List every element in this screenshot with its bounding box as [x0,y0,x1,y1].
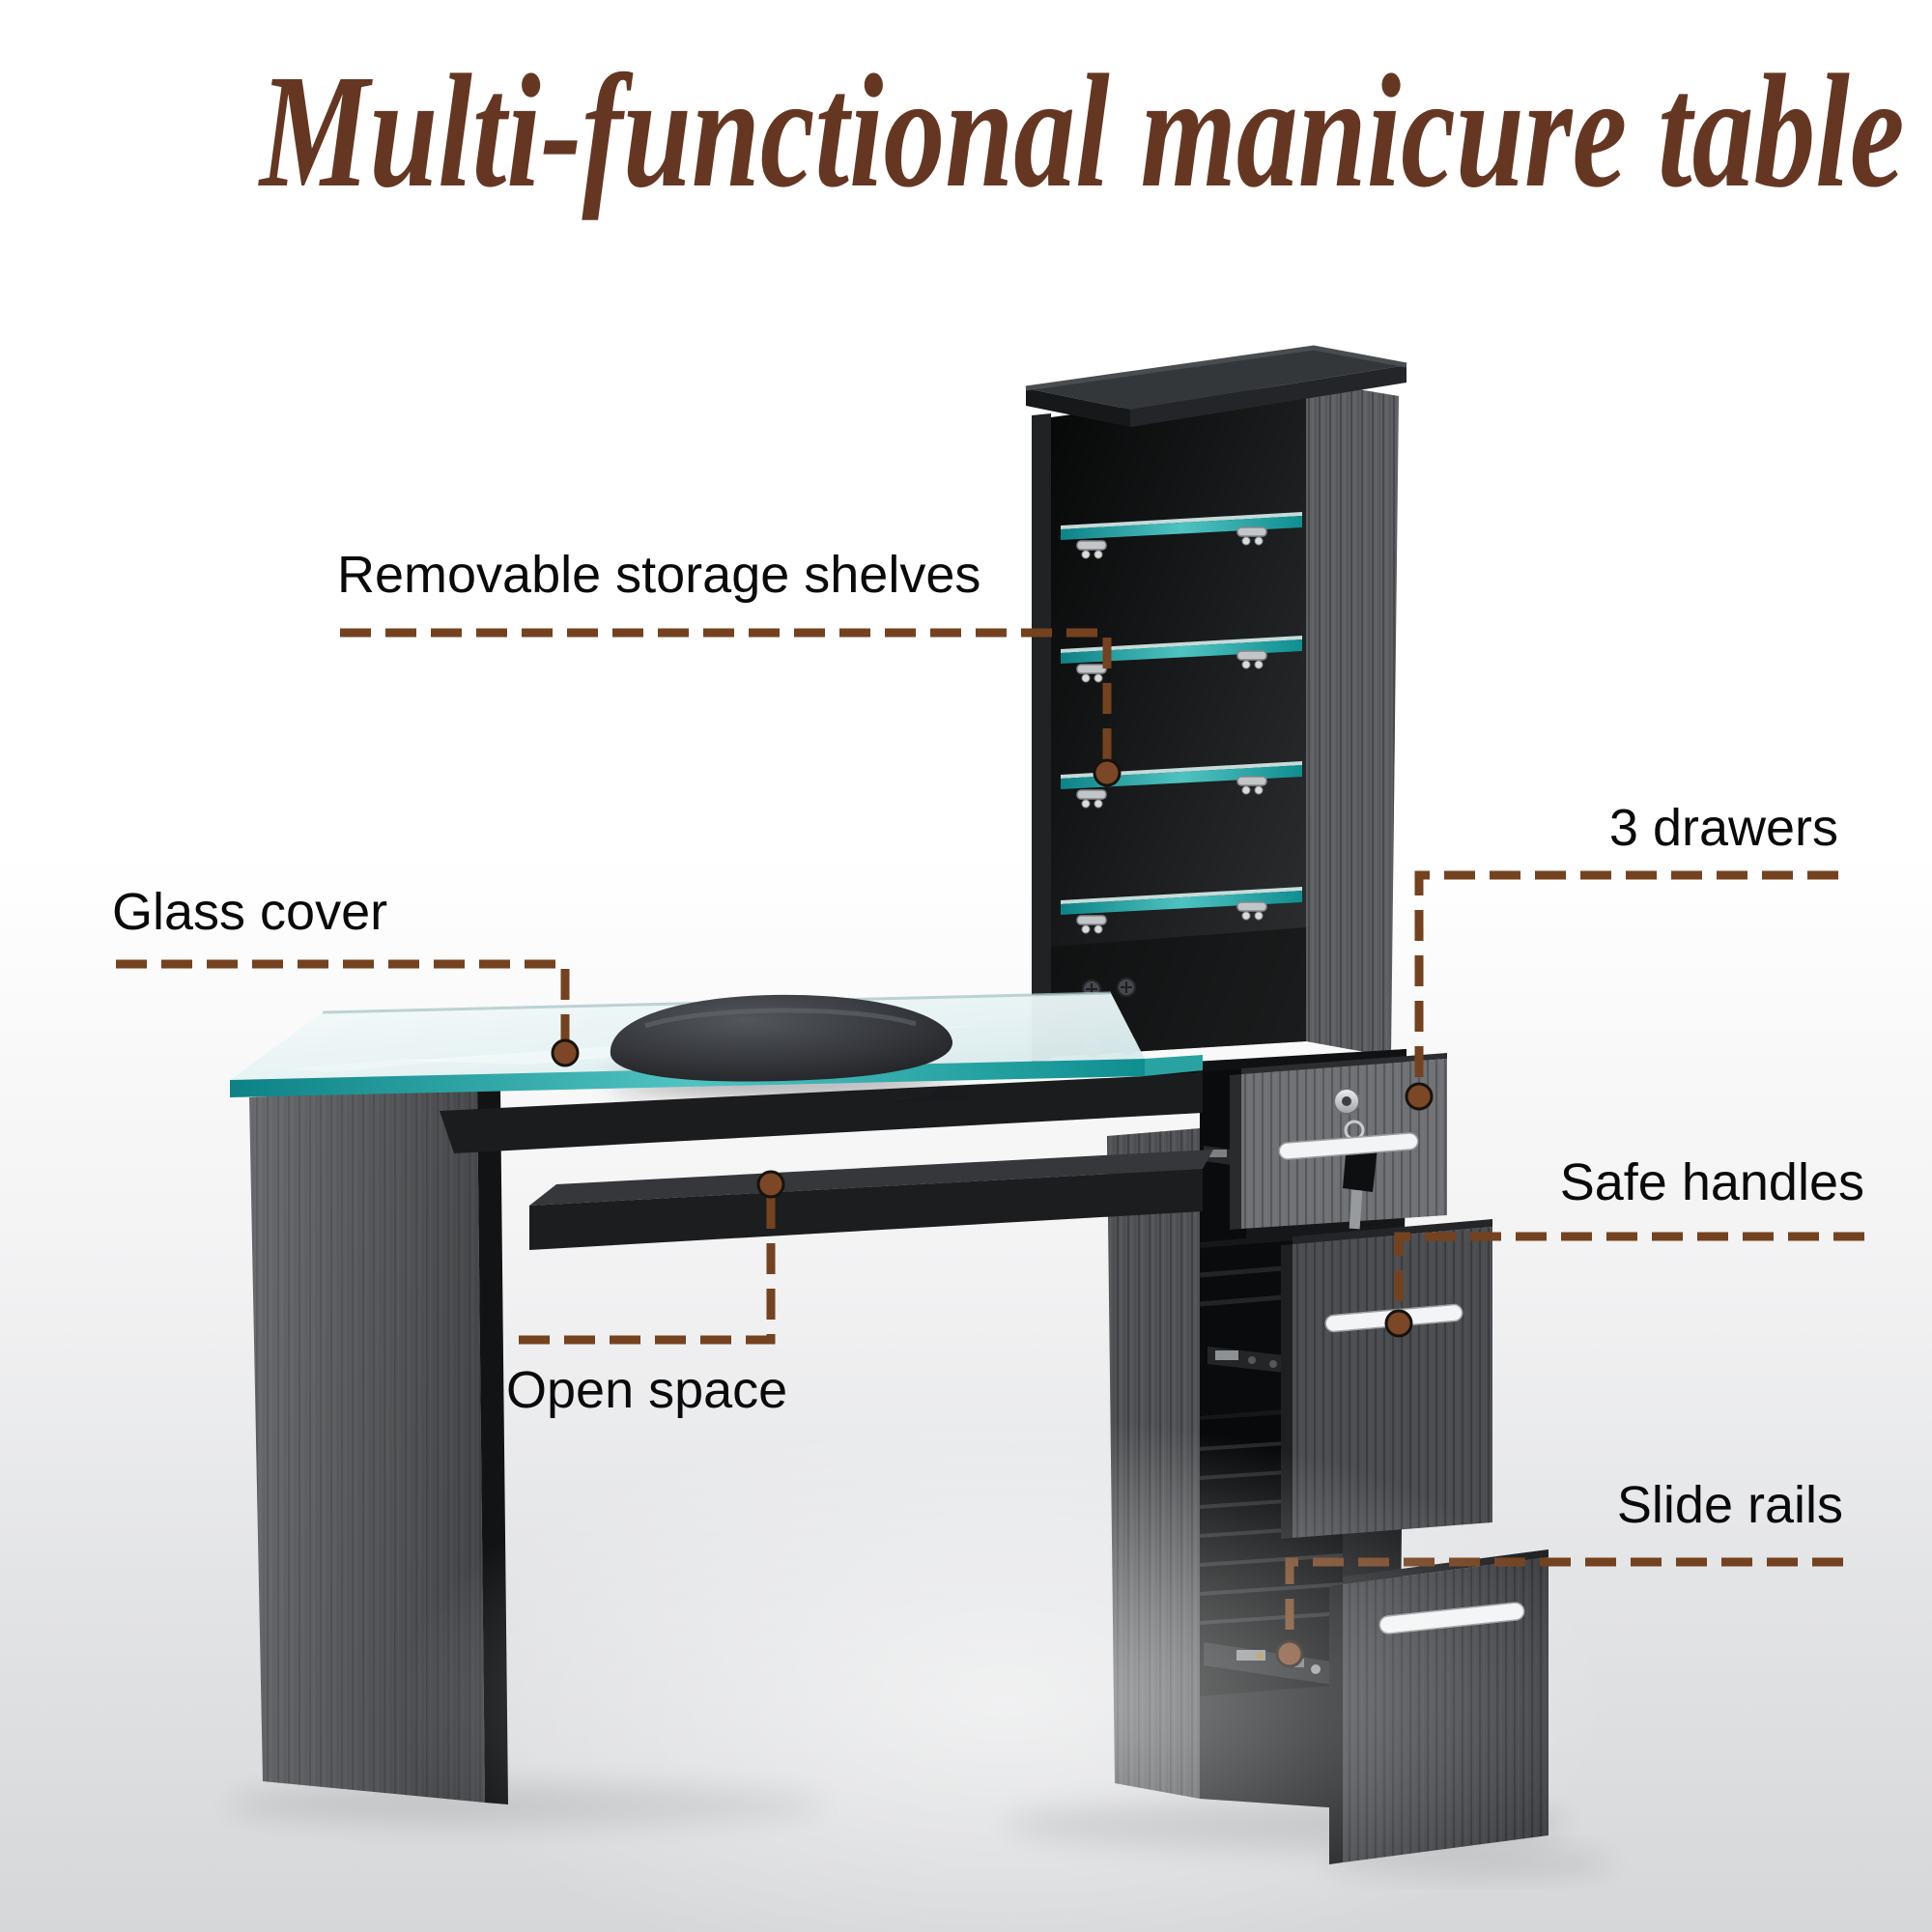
callouts [116,628,1864,1668]
callout-line-glass [116,959,570,1039]
callout-line-drawers [1414,870,1838,1082]
page-title: Multi-functional manicure table [0,43,1932,221]
feature-label-open-space: Open space [506,1361,788,1419]
callout-line-shelves [340,628,1112,759]
page-title-text: Multi-functional manicure table [259,42,1905,221]
slide-rail [1208,1347,1293,1374]
callout-line-handles [1394,1232,1864,1310]
feature-label-3-drawers: 3 drawers [1608,799,1838,857]
glass-shelf [1061,761,1302,809]
wrist-cushion [610,994,953,1082]
feature-label-safe-handles: Safe handles [1559,1153,1864,1211]
feature-label-slide-rails: Slide rails [1616,1476,1843,1534]
callout-dot-handles [1384,1309,1413,1338]
open-shelf-top [529,1150,1213,1206]
feature-label-removable-storage-shelves: Removable storage shelves [337,546,981,604]
hutch-top-slab [1026,348,1406,410]
drawer-lock-and-keys [1333,1088,1378,1230]
desk-left-leg-edge [477,1086,508,1804]
callout-dot-glass [551,1038,580,1067]
drawers [1230,1053,1548,1864]
callout-dot-slide-rails [1275,1639,1304,1668]
callout-handles [1384,1232,1864,1338]
callout-dot-open-space [756,1170,785,1199]
desk [230,991,1213,1804]
top-drawer [1230,1053,1447,1230]
glass-shelf [1061,636,1302,683]
callout-line-slide-rails [1285,1557,1843,1640]
callout-drawers [1405,870,1838,1111]
glass-shelf [1061,887,1302,934]
callout-open-space [504,1170,785,1345]
hutch-interior [1051,383,1306,1057]
callout-shelves [340,628,1122,787]
callout-glass [116,959,580,1067]
callout-dot-drawers [1405,1082,1434,1111]
glass-shelf [1061,512,1302,559]
drawer-handle [1378,1602,1525,1634]
glass-shelves [1061,512,1302,934]
desk-apron [440,1072,1203,1153]
hutch-left-stile [1032,413,1051,1065]
callout-line-open-space [504,1198,776,1345]
open-shelf-front [529,1169,1203,1250]
callout-slide-rails [1275,1557,1843,1668]
feature-label-glass-cover: Glass cover [112,883,388,941]
bottom-drawer [1329,1549,1548,1864]
storage-hutch [1025,345,1407,1065]
drawer-handle [1278,1132,1419,1160]
middle-drawer [1281,1219,1492,1539]
callout-dot-shelves [1093,758,1122,787]
